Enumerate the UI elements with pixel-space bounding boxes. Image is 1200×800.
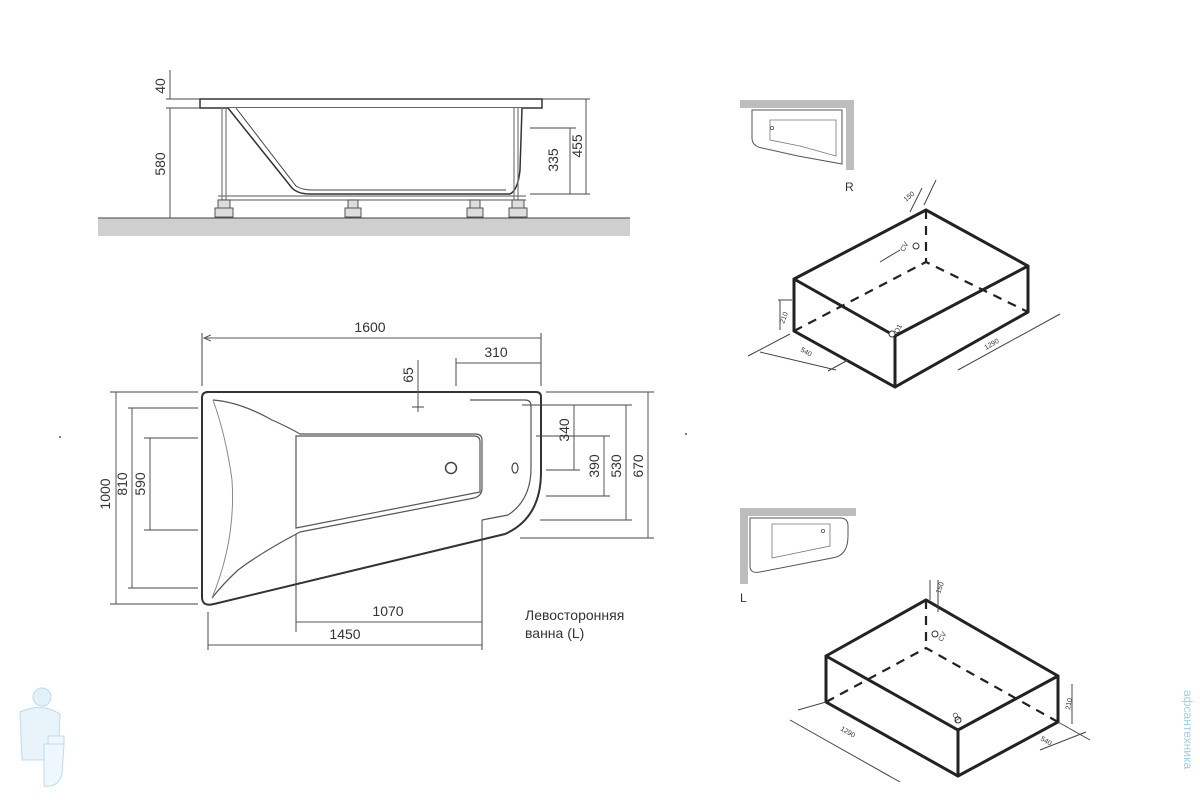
dim-b-1070: 1070	[372, 603, 403, 619]
l-dim-210: 210	[1065, 698, 1074, 711]
dim-r-390: 390	[586, 454, 602, 478]
dim-length: 1600	[354, 319, 385, 335]
r-dim-540: 540	[799, 347, 813, 359]
left-install: L 150 CV O1 210 540 1290	[740, 508, 1091, 783]
dim-height: 580	[152, 152, 168, 176]
l-dim-540: 540	[1039, 736, 1053, 748]
floor	[98, 218, 630, 236]
side-view: 40 580 335 455	[98, 70, 630, 236]
left-thumbnail: L	[740, 508, 856, 605]
dim-b-1450: 1450	[329, 626, 360, 642]
dim-offset-65: 65	[400, 367, 416, 383]
watermark-text: афсантехника	[1181, 690, 1195, 769]
tub-seat	[295, 435, 481, 529]
top-view: 1600 310 65 1000 810 590 340 3	[59, 319, 687, 650]
marker-r: R	[845, 180, 854, 194]
overflow-hole	[511, 462, 519, 474]
dim-apron-inner: 335	[545, 148, 561, 172]
dim-w-1000: 1000	[97, 478, 113, 509]
r-dim-210: 210	[779, 311, 790, 324]
r-dim-1290: 1290	[984, 338, 1001, 352]
drain-hole	[444, 461, 458, 475]
tub-outline-top	[201, 391, 542, 606]
left-box	[824, 598, 1060, 778]
dim-r-340: 340	[556, 418, 572, 442]
tub-rim-side	[199, 98, 543, 109]
tub-body-side	[227, 107, 523, 195]
feet	[214, 199, 528, 218]
dim-apron-outer: 455	[569, 134, 585, 158]
l-dim-150: 150	[935, 581, 946, 594]
dim-r-530: 530	[608, 454, 624, 478]
right-thumbnail: R	[740, 100, 854, 194]
l-o1: O1	[950, 712, 961, 724]
dim-r-670: 670	[630, 454, 646, 478]
watermark-logo	[19, 687, 65, 787]
caption-line2: ванна (L)	[525, 625, 584, 641]
r-o1: O1	[894, 323, 905, 335]
dim-rim: 40	[152, 78, 168, 94]
tub-basin	[211, 399, 483, 599]
dim-offset-310: 310	[484, 344, 508, 360]
dim-w-810: 810	[114, 472, 130, 496]
marker-l: L	[740, 591, 747, 605]
caption-line1: Левосторонняя	[525, 607, 624, 623]
dim-w-590: 590	[132, 472, 148, 496]
l-dim-1290: 1290	[839, 726, 856, 740]
r-dim-150: 150	[903, 191, 917, 204]
r-cv: CV	[900, 241, 911, 253]
l-cv: CV	[938, 631, 949, 643]
right-install: R 150 CV O1 210 540 1290	[740, 100, 1061, 389]
frame	[218, 108, 526, 201]
right-box	[792, 208, 1030, 389]
